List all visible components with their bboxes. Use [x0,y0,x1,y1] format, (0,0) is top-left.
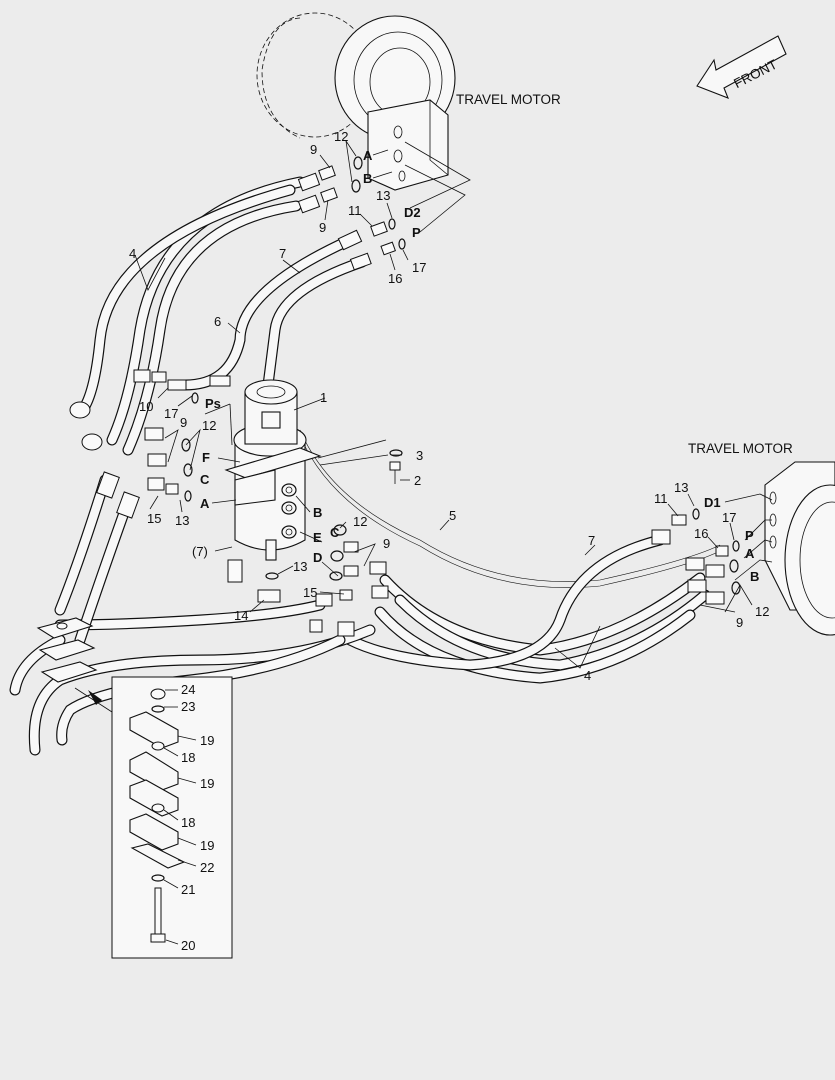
fittings [69,156,741,637]
port-A-left: A [200,496,210,511]
callout-16-right: 16 [694,526,708,541]
callout-9-c: 9 [180,415,187,430]
callout-18-a: 18 [181,750,195,765]
callout-15-mid: 15 [303,585,317,600]
callout-20: 20 [181,938,195,953]
port-E: E [313,530,322,545]
callout-15-left: 15 [147,511,161,526]
callout-19-b: 19 [200,776,214,791]
clamp-inset [111,676,233,959]
callout-17-left: 17 [164,406,178,421]
port-D1: D1 [704,495,721,510]
callout-7-paren: (7) [192,544,208,559]
callout-18-b: 18 [181,815,195,830]
callout-19-a: 19 [200,733,214,748]
callout-5: 5 [449,508,456,523]
port-A-top: A [363,148,373,163]
travel-motor-right-label: TRAVEL MOTOR [688,441,793,456]
travel-motor-top-label: TRAVEL MOTOR [456,92,561,107]
callout-7-right: 7 [588,533,595,548]
callout-13-mid: 13 [293,559,307,574]
port-labels: A B D2 P Ps F C A B C E D D1 P A B [200,148,759,584]
port-F: F [202,450,210,465]
callout-23: 23 [181,699,195,714]
callout-21: 21 [181,882,195,897]
callout-16-top: 16 [388,271,402,286]
port-C-left: C [200,472,210,487]
front-arrow: FRONT [696,35,787,99]
swivel-joint [224,379,322,561]
callout-12-c: 12 [353,514,367,529]
callout-6: 6 [214,314,221,329]
callout-14: 14 [234,608,248,623]
callout-1: 1 [320,390,327,405]
hose-clamp [36,617,98,683]
callout-22: 22 [200,860,214,875]
callout-12-b: 12 [202,418,216,433]
callout-13-left: 13 [175,513,189,528]
callout-13-right: 13 [674,480,688,495]
port-B-right: B [750,569,759,584]
callout-9-d: 9 [383,536,390,551]
port-P-top: P [412,225,421,240]
callout-9-a: 9 [310,142,317,157]
port-C-mid: C [330,525,340,540]
callout-7-top: 7 [279,246,286,261]
callout-12-a: 12 [334,129,348,144]
leader-lines [74,140,773,713]
callout-numbers: 1 2 3 4 4 5 6 7 7 (7) 9 9 9 9 9 10 11 11… [129,129,769,953]
bolt-and-washer [317,439,403,484]
callout-12-d: 12 [755,604,769,619]
port-P-right: P [745,528,754,543]
travel-motor-right: TRAVEL MOTOR [688,441,835,636]
callout-4-left: 4 [129,246,136,261]
port-D: D [313,550,322,565]
callout-11-top: 11 [348,203,362,218]
callout-11-right: 11 [654,491,668,506]
hoses [9,176,721,756]
port-D2: D2 [404,205,421,220]
callout-10: 10 [139,399,153,414]
callout-17-top: 17 [412,260,426,275]
port-B-mid: B [313,505,322,520]
callout-4-right: 4 [584,668,591,683]
port-A-right: A [745,546,755,561]
callout-9-b: 9 [319,220,326,235]
callout-24: 24 [181,682,195,697]
port-B-top: B [363,171,372,186]
callout-2: 2 [414,473,421,488]
callout-9-e: 9 [736,615,743,630]
callout-3: 3 [416,448,423,463]
callout-17-right: 17 [722,510,736,525]
callout-19-c: 19 [200,838,214,853]
travel-motor-top: TRAVEL MOTOR [256,12,561,191]
port-Ps: Ps [205,396,221,411]
callout-13-top: 13 [376,188,390,203]
